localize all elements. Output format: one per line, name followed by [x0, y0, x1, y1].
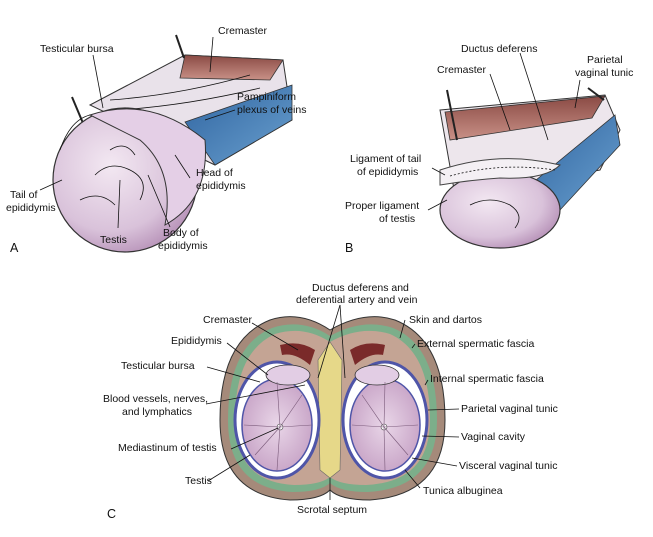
label-c-testicular-bursa: Testicular bursa — [121, 360, 195, 372]
panel-b-leaders — [427, 52, 581, 211]
label-c-internal-spermatic: Internal spermatic fascia — [430, 373, 544, 385]
label-b-proper-ligament-1: Proper ligament — [345, 200, 419, 212]
panel-label-a: A — [10, 241, 19, 255]
label-a-pampiniform-2: plexus of veins — [237, 104, 306, 116]
label-a-tail-epididymis-2: epididymis — [6, 202, 56, 214]
panel-label-b: B — [345, 241, 353, 255]
label-a-cremaster: Cremaster — [218, 25, 268, 37]
label-b-ligament-tail-1: Ligament of tail — [350, 153, 421, 165]
label-c-ductus-1: Ductus deferens and — [312, 282, 409, 294]
panel-c-illustration — [219, 316, 446, 501]
label-c-skin-dartos: Skin and dartos — [409, 314, 482, 326]
panel-b-illustration — [439, 87, 621, 249]
panel-a-leaders — [39, 36, 236, 229]
label-a-testis: Testis — [100, 234, 127, 246]
testis-b — [439, 171, 561, 249]
label-c-cremaster: Cremaster — [203, 314, 253, 326]
label-c-parietal-vaginal-tunic: Parietal vaginal tunic — [461, 403, 558, 415]
panel-a-illustration — [52, 34, 293, 253]
label-b-proper-ligament-2: of testis — [379, 213, 415, 225]
scrotal-septum — [317, 341, 343, 479]
label-a-tail-epididymis-1: Tail of — [10, 189, 38, 201]
label-a-head-epididymis-1: Head of — [196, 167, 233, 179]
label-b-ligament-tail-2: of epididymis — [357, 166, 418, 178]
label-b-cremaster: Cremaster — [437, 64, 487, 76]
panel-c-leaders — [205, 304, 460, 500]
label-c-blood-vessels-2: and lymphatics — [122, 406, 192, 418]
label-b-parietal-2: vaginal tunic — [575, 67, 633, 79]
label-c-blood-vessels-1: Blood vessels, nerves, — [103, 393, 208, 405]
label-c-ductus-2: deferential artery and vein — [296, 294, 418, 306]
label-a-pampiniform-1: Pampiniform — [237, 91, 296, 103]
panel-label-c: C — [107, 507, 116, 521]
label-a-testicular-bursa: Testicular bursa — [40, 43, 114, 55]
label-a-head-epididymis-2: epididymis — [196, 180, 246, 192]
label-c-scrotal-septum: Scrotal septum — [297, 504, 367, 516]
label-c-mediastinum: Mediastinum of testis — [118, 442, 217, 454]
label-a-body-epididymis-1: Body of — [163, 227, 199, 239]
label-b-parietal-1: Parietal — [587, 54, 623, 66]
label-c-epididymis: Epididymis — [171, 335, 222, 347]
label-c-tunica-albuginea: Tunica albuginea — [423, 485, 503, 497]
label-a-body-epididymis-2: epididymis — [158, 240, 208, 252]
label-c-external-spermatic: External spermatic fascia — [417, 338, 534, 350]
label-b-ductus-deferens: Ductus deferens — [461, 43, 537, 55]
label-c-testis: Testis — [185, 475, 212, 487]
label-c-vaginal-cavity: Vaginal cavity — [461, 431, 526, 443]
testis-c-left — [241, 378, 313, 472]
label-c-visceral-vaginal-tunic: Visceral vaginal tunic — [459, 460, 557, 472]
